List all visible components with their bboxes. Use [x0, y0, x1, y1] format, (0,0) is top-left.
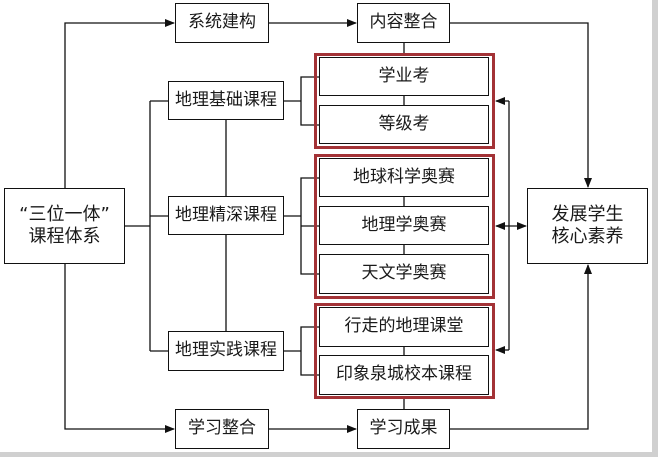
- deep-course-node: 地理精深课程: [168, 196, 284, 235]
- root-node: “三位一体” 课程体系: [4, 188, 125, 264]
- edge-root-to-system-build: [64, 19, 175, 188]
- earth-olympiad-node: 地球科学奥赛: [319, 158, 489, 197]
- geo-olympiad-node: 地理学奥赛: [319, 206, 489, 245]
- system-build-node: 系统建构: [175, 3, 269, 43]
- astro-olympiad-node: 天文学奥赛: [319, 254, 489, 294]
- practice-group: [314, 303, 495, 399]
- practice-course-node: 地理实践课程: [168, 331, 284, 371]
- window-frame-right: [652, 0, 658, 457]
- basic-course-node: 地理基础课程: [168, 81, 284, 120]
- edge-root-to-learning-integration: [64, 264, 175, 433]
- learning-integration-node: 学习整合: [175, 409, 269, 449]
- school-course-node: 印象泉城校本课程: [319, 355, 489, 395]
- exam-group: [314, 53, 495, 149]
- grade-exam-node: 等级考: [319, 105, 489, 144]
- academic-exam-node: 学业考: [319, 57, 489, 96]
- window-frame-bottom: [0, 452, 658, 457]
- edge-outcome-to-core: [450, 264, 592, 430]
- core-literacy-node: 发展学生 核心素养: [527, 188, 648, 264]
- content-integration-node: 内容整合: [357, 3, 450, 43]
- bracket-basic: [300, 76, 319, 126]
- edge-content-to-core: [450, 22, 592, 188]
- learning-outcome-node: 学习成果: [357, 409, 450, 449]
- bracket-practice: [300, 326, 319, 376]
- walking-class-node: 行走的地理课堂: [319, 307, 489, 347]
- olympiad-group: [314, 154, 495, 299]
